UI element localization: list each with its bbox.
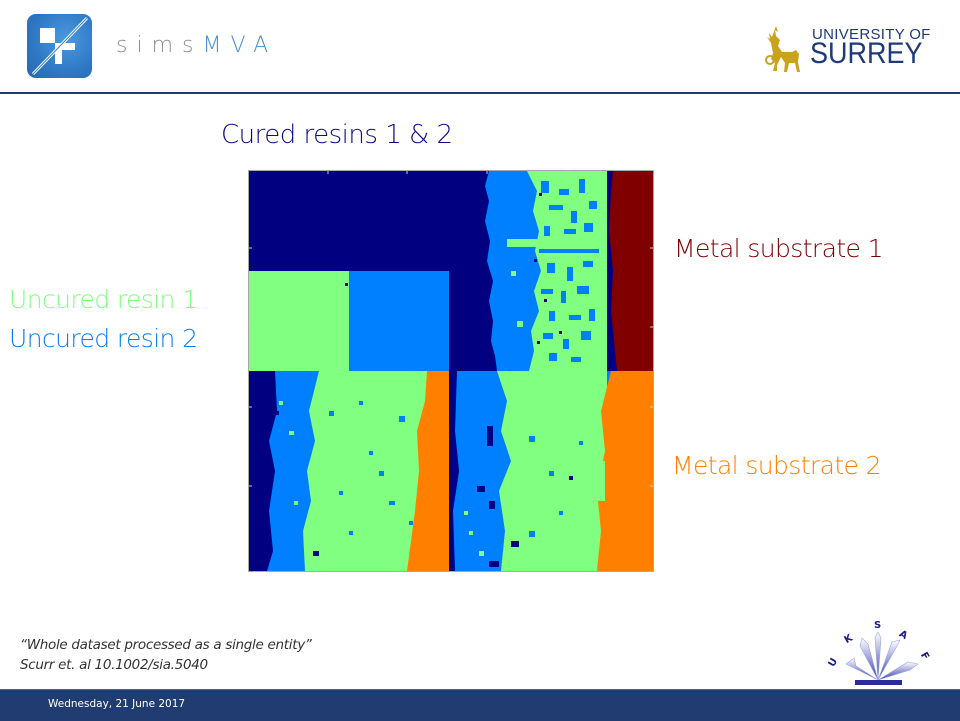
pca-classification-map-image (248, 170, 654, 572)
university-line1: UNIVERSITY OF (812, 26, 931, 43)
label-metal-substrate-1: Metal substrate 1 (674, 234, 884, 263)
stag-icon (765, 26, 800, 72)
label-uncured-resin-2: Uncured resin 2 (9, 324, 198, 353)
university-of-surrey-logo: UNIVERSITY OF SURREY (762, 22, 952, 72)
slide-header: simsMVA UNIVERSITY OF SURREY (0, 0, 960, 94)
footer-date: Wednesday, 21 June 2017 (48, 698, 186, 710)
header-divider (0, 92, 960, 94)
label-metal-substrate-2: Metal substrate 2 (672, 451, 882, 480)
simsmva-logo-icon (27, 14, 92, 78)
university-line2: SURREY (810, 37, 923, 70)
uksaf-logo: S K U A F (822, 618, 937, 690)
slide-title: Cured resins 1 & 2 (221, 120, 453, 150)
uksaf-letter-f: F (918, 651, 931, 662)
uksaf-letter-u: U (827, 656, 841, 669)
label-uncured-resin-1: Uncured resin 1 (9, 285, 198, 314)
uksaf-letter-s: S (874, 620, 881, 631)
slide-footer: Wednesday, 21 June 2017 (0, 689, 960, 721)
app-brand-title: simsMVA (116, 33, 278, 58)
uksaf-letter-k: K (843, 632, 856, 646)
citation-text: Scurr et. al 10.1002/sia.5040 (20, 657, 208, 673)
citation-footnote: “Whole dataset processed as a single ent… (20, 635, 312, 675)
quote-text: “Whole dataset processed as a single ent… (20, 637, 312, 653)
